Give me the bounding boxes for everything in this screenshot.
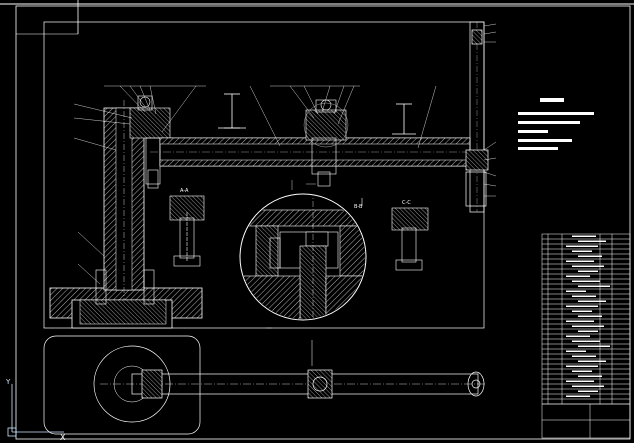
title-block-row-text (572, 235, 596, 237)
horizontal-arm-beam (150, 137, 480, 167)
base-foundation (49, 287, 203, 329)
title-block-row-text (578, 285, 610, 287)
title-block-row-text (566, 350, 586, 352)
title-block-row-text (566, 380, 594, 382)
title-block-row-text (572, 325, 604, 327)
section-label-a: A-A (180, 188, 189, 194)
mid-joint-assembly (303, 99, 349, 187)
column-top-bearing (129, 95, 171, 189)
title-block-row-text (566, 335, 590, 337)
title-block-row-text (566, 320, 594, 322)
title-block-row-text (572, 250, 592, 252)
title-block-row-text (578, 360, 606, 362)
title-block-row-text (572, 295, 596, 297)
ucs-axis-icon (7, 384, 64, 437)
title-block-row-text (572, 340, 600, 342)
section-label-c: C-C (402, 200, 411, 206)
title-block-row-text (578, 240, 606, 242)
title-block-row-text (578, 315, 602, 317)
dimension-marks (266, 180, 316, 329)
title-block-row-text (572, 385, 604, 387)
title-block-row-text (572, 280, 600, 282)
section-label-b: B-B (354, 204, 363, 210)
title-block-row-text (566, 365, 598, 367)
i-beam-section-left (218, 93, 246, 129)
title-block-table (541, 233, 631, 439)
detail-view-b (239, 193, 367, 321)
title-block-row-text (578, 300, 606, 302)
title-block-row-text (578, 330, 598, 332)
title-block-row-text (572, 355, 596, 357)
title-block-row-text (566, 305, 598, 307)
title-block-row-text (566, 260, 594, 262)
i-beam-section-right (392, 103, 416, 135)
vertical-column (95, 100, 155, 305)
title-block-row-text (566, 290, 586, 292)
title-block-row-text (572, 370, 592, 372)
technical-notes (518, 98, 594, 150)
title-block-row-text (572, 310, 592, 312)
title-block-row-text (578, 390, 598, 392)
right-end-post (465, 21, 489, 213)
title-block-row-text (578, 255, 602, 257)
section-view-c (391, 207, 429, 271)
title-block-row-text (572, 265, 604, 267)
title-block-row-text (566, 395, 590, 397)
title-block-row-text (566, 245, 598, 247)
leader-lines-top (73, 85, 437, 285)
title-block-row-text (578, 375, 602, 377)
ucs-y-label: Y (5, 378, 11, 386)
title-block-row-text (578, 345, 610, 347)
ucs-x-label: X (60, 433, 66, 442)
title-block-row-text (566, 275, 590, 277)
leader-lines-right (483, 23, 497, 197)
title-block-row-text (578, 270, 598, 272)
plan-view (43, 335, 486, 435)
section-view-a (169, 195, 205, 267)
